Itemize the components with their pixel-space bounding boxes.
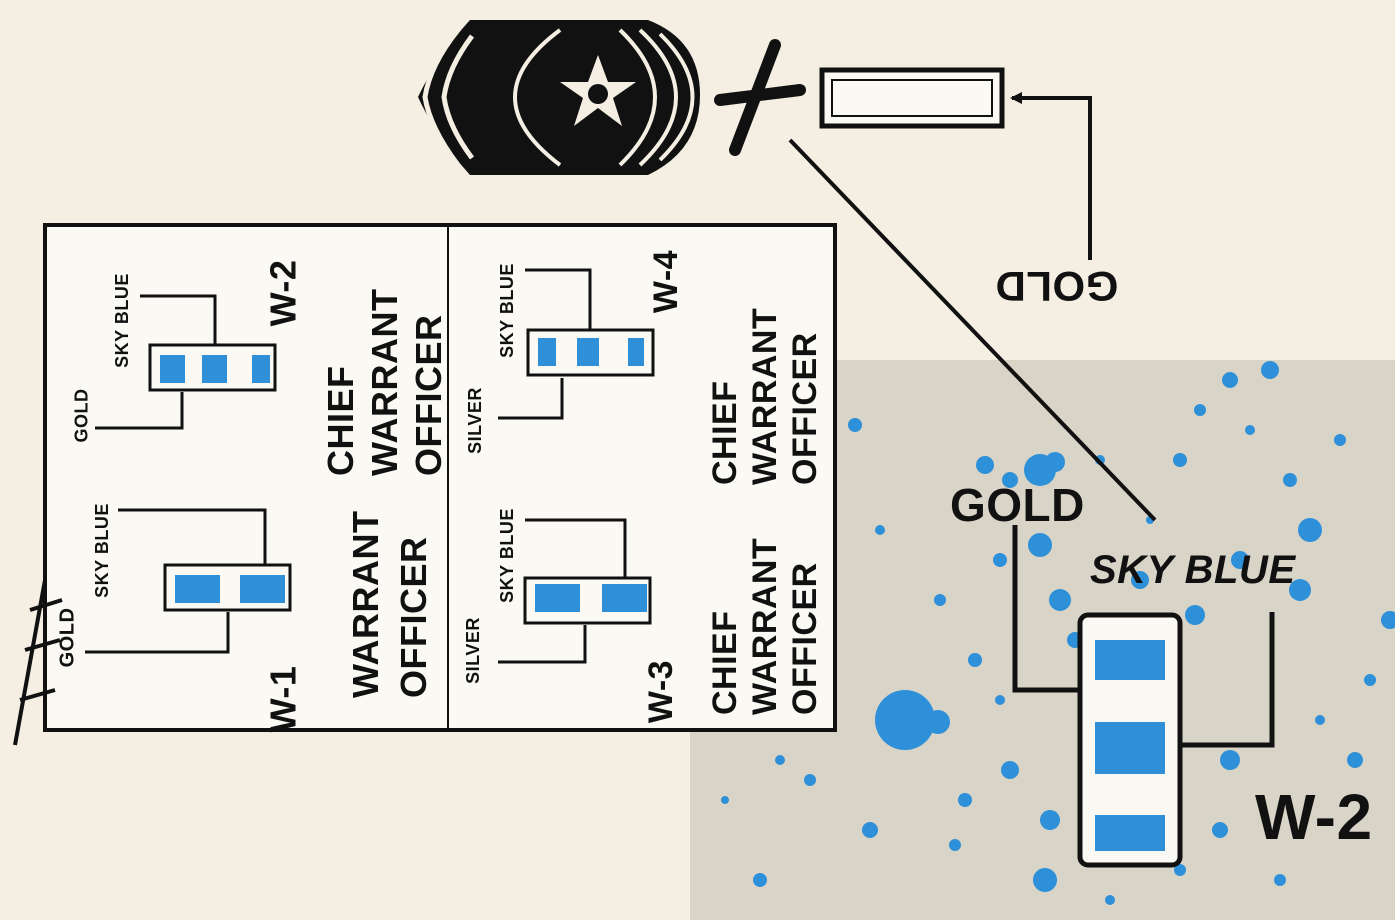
plus-icon — [720, 45, 800, 150]
w2-grade-label: W-2 — [262, 260, 304, 327]
w2-skyblue-label: SKY BLUE — [112, 273, 133, 368]
w3-grade-label: W-3 — [642, 660, 681, 723]
large-gold-label: GOLD — [950, 478, 1085, 532]
w4-title-label: CHIEF WARRANT OFFICER — [705, 295, 825, 485]
bar-insignia-icon — [822, 70, 1090, 260]
w4-silver-label: SILVER — [465, 387, 486, 454]
top-gold-label: GOLD — [995, 262, 1118, 310]
w1-grade-label: W-1 — [262, 666, 304, 733]
w4-grade-label: W-4 — [647, 250, 686, 313]
w3-title-label: CHIEF WARRANT OFFICER — [705, 525, 825, 715]
w1-skyblue-label: SKY BLUE — [92, 503, 113, 598]
w3-skyblue-label: SKY BLUE — [497, 508, 518, 603]
large-grade-label: W-2 — [1255, 780, 1373, 854]
w1-gold-label: GOLD — [56, 608, 79, 668]
w3-silver-label: SILVER — [463, 617, 484, 684]
w1-title-label: WARRANT OFFICER — [342, 498, 438, 698]
chevron-insignia-icon — [418, 20, 700, 175]
w4-skyblue-label: SKY BLUE — [497, 263, 518, 358]
w2-gold-label: GOLD — [72, 389, 93, 443]
w2-title-label: CHIEF WARRANT OFFICER — [319, 276, 451, 476]
large-skyblue-label: SKY BLUE — [1090, 548, 1296, 593]
leader-line — [790, 140, 1155, 520]
